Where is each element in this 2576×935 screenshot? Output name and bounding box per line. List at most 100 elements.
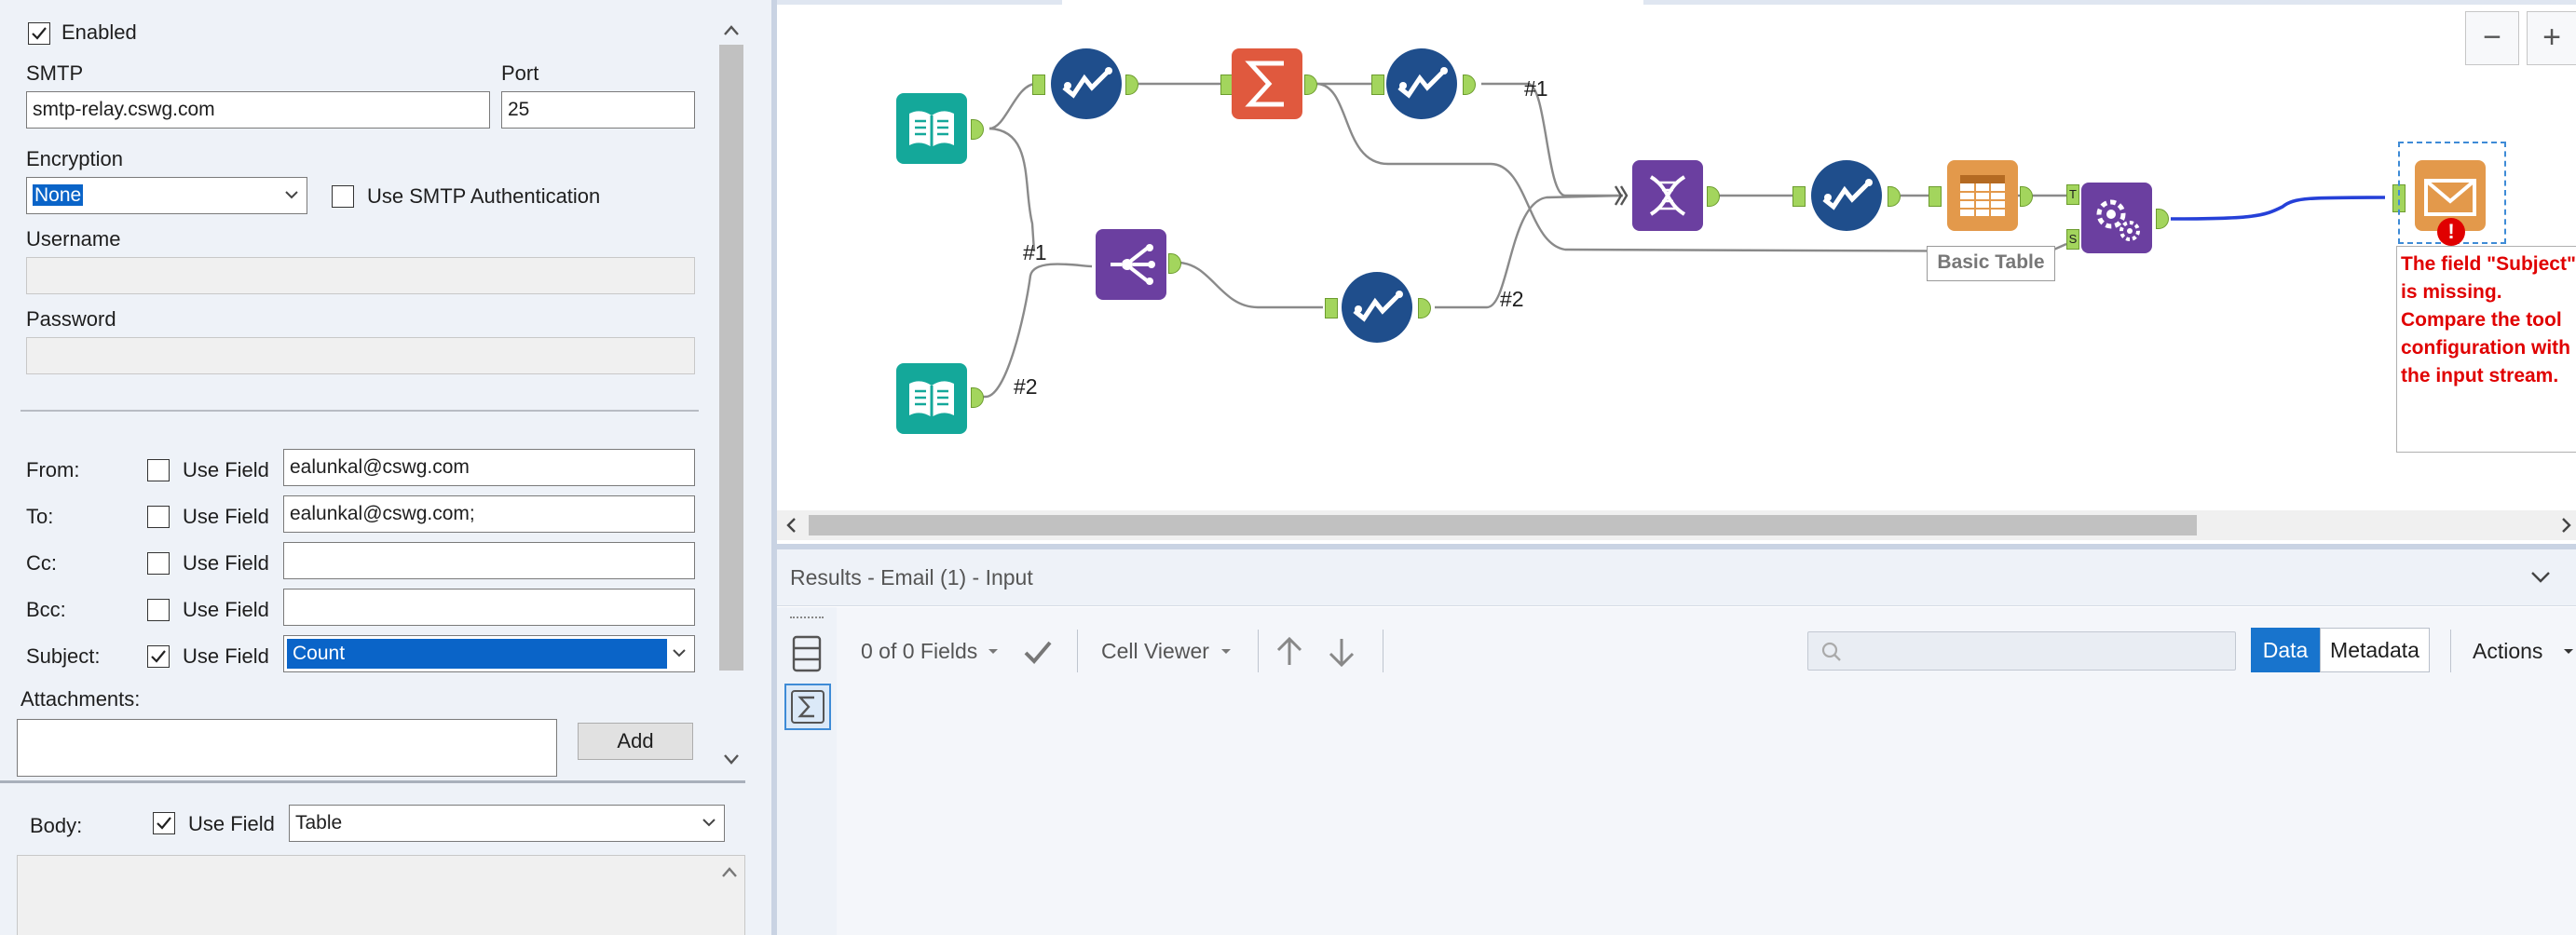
from-use-field-checkbox[interactable] (147, 459, 170, 481)
encryption-label: Encryption (26, 147, 123, 170)
union-icon (1111, 244, 1155, 285)
add-attachment-button[interactable]: Add (578, 723, 693, 760)
workflow-connections (976, 82, 2386, 399)
from-use-field-label: Use Field (183, 458, 269, 481)
toolbar-separator (1077, 630, 1078, 672)
body-value: Table (295, 812, 343, 833)
subject-use-field-checkbox[interactable] (147, 645, 170, 668)
summary-input-anchor[interactable]: S (2066, 229, 2079, 250)
input-data-tool-2[interactable] (896, 363, 967, 434)
fields-count[interactable]: 0 of 0 Fields (861, 639, 978, 663)
sigma-icon (1245, 61, 1284, 107)
to-use-field-checkbox[interactable] (147, 506, 170, 528)
table-input-anchor[interactable]: T (2066, 184, 2079, 205)
password-label: Password (26, 307, 116, 331)
multi-input-anchor[interactable] (1614, 184, 1630, 207)
arrow-up-icon[interactable] (1273, 633, 1306, 671)
results-grid-area (837, 693, 2576, 935)
input-anchor[interactable] (1371, 75, 1384, 95)
results-splitter[interactable] (777, 544, 2576, 549)
sigma-icon (791, 690, 825, 724)
error-tooltip: The field "Subject" is missing. Compare … (2396, 246, 2576, 453)
data-tab[interactable]: Data (2251, 628, 2320, 672)
scroll-left-icon[interactable] (781, 514, 803, 536)
actions-menu[interactable]: Actions (2473, 639, 2543, 663)
from-input[interactable]: ealunkal@cswg.com (283, 449, 695, 486)
encryption-value: None (33, 184, 84, 206)
dropdown-caret-icon[interactable] (1219, 646, 1233, 657)
body-select[interactable]: Table (289, 805, 725, 842)
subject-select[interactable]: Count (283, 635, 695, 672)
cc-input[interactable] (283, 542, 695, 579)
collapse-chevron-icon[interactable] (2527, 564, 2555, 590)
username-input (26, 257, 695, 294)
connection-label: #1 (1524, 76, 1548, 101)
summary-view-button[interactable] (784, 684, 831, 730)
toolbar-separator (2450, 630, 2451, 672)
smtp-input[interactable]: smtp-relay.cswg.com (26, 91, 490, 129)
port-input[interactable]: 25 (501, 91, 695, 129)
cell-viewer-button[interactable]: Cell Viewer (1101, 639, 1209, 663)
select-tool-1[interactable] (1051, 48, 1122, 119)
union-tool[interactable] (1096, 229, 1166, 300)
connection-label: #2 (1500, 287, 1524, 311)
chevron-down-icon (702, 819, 716, 827)
dropdown-caret-icon[interactable] (2561, 646, 2576, 657)
bcc-use-field-checkbox[interactable] (147, 599, 170, 621)
scroll-right-icon[interactable] (2557, 514, 2576, 536)
scroll-up-icon[interactable] (719, 20, 743, 41)
search-icon (1821, 642, 1841, 661)
input-anchor[interactable] (1792, 186, 1806, 207)
select-tool-4[interactable] (1811, 160, 1882, 231)
body-splitter[interactable] (0, 780, 745, 783)
to-input[interactable]: ealunkal@cswg.com; (283, 495, 695, 533)
config-scrollbar-thumb[interactable] (719, 45, 743, 671)
attachments-list[interactable] (17, 719, 557, 777)
results-toolbar: 0 of 0 Fields Cell Viewer Data Metadata … (837, 607, 2576, 693)
drag-grip[interactable] (790, 617, 824, 622)
summarize-tool[interactable] (1232, 48, 1302, 119)
cc-use-field-checkbox[interactable] (147, 552, 170, 575)
metadata-tab[interactable]: Metadata (2320, 628, 2430, 672)
input-anchor[interactable] (1929, 186, 1942, 207)
zoom-in-button[interactable]: + (2527, 11, 2576, 65)
active-tab-indicator (1062, 0, 1643, 5)
use-smtp-auth-checkbox[interactable] (332, 185, 354, 208)
search-input[interactable] (1807, 631, 2236, 671)
layout-tool[interactable] (2081, 183, 2152, 253)
bcc-input[interactable] (283, 589, 695, 626)
input-anchor[interactable] (1325, 298, 1338, 318)
transpose-tool[interactable] (1632, 160, 1703, 231)
check-select-icon (1353, 291, 1403, 322)
book-icon (909, 381, 954, 417)
canvas-scrollbar-thumb[interactable] (809, 515, 2197, 535)
arrow-down-icon[interactable] (1325, 633, 1358, 671)
envelope-icon (2424, 179, 2476, 216)
table-view-icon[interactable] (790, 633, 824, 674)
dropdown-caret-icon[interactable] (986, 646, 1001, 657)
select-tool-3[interactable] (1342, 272, 1412, 343)
body-use-field-label: Use Field (188, 812, 275, 835)
bcc-label: Bcc: (26, 598, 66, 621)
input-data-tool-1[interactable] (896, 93, 967, 164)
panel-splitter[interactable] (771, 0, 777, 935)
body-use-field-checkbox[interactable] (153, 812, 175, 834)
subject-label: Subject: (26, 644, 101, 668)
encryption-select[interactable]: None (26, 177, 307, 214)
results-side-strip (777, 607, 838, 935)
smtp-label: SMTP (26, 61, 84, 85)
checkmark-icon[interactable] (1021, 637, 1055, 667)
email-tool[interactable] (2415, 160, 2486, 231)
error-icon: ! (2437, 218, 2465, 246)
select-tool-2[interactable] (1386, 48, 1457, 119)
zoom-out-button[interactable]: − (2465, 11, 2519, 65)
basic-table-tool[interactable] (1947, 160, 2018, 231)
enabled-checkbox[interactable] (28, 22, 50, 45)
username-label: Username (26, 227, 121, 251)
bcc-use-field-label: Use Field (183, 598, 269, 621)
scroll-down-icon[interactable] (719, 749, 743, 769)
to-use-field-label: Use Field (183, 505, 269, 528)
input-anchor[interactable] (1032, 75, 1045, 95)
toolbar-separator (1258, 630, 1259, 672)
scroll-up-icon[interactable] (717, 862, 742, 883)
